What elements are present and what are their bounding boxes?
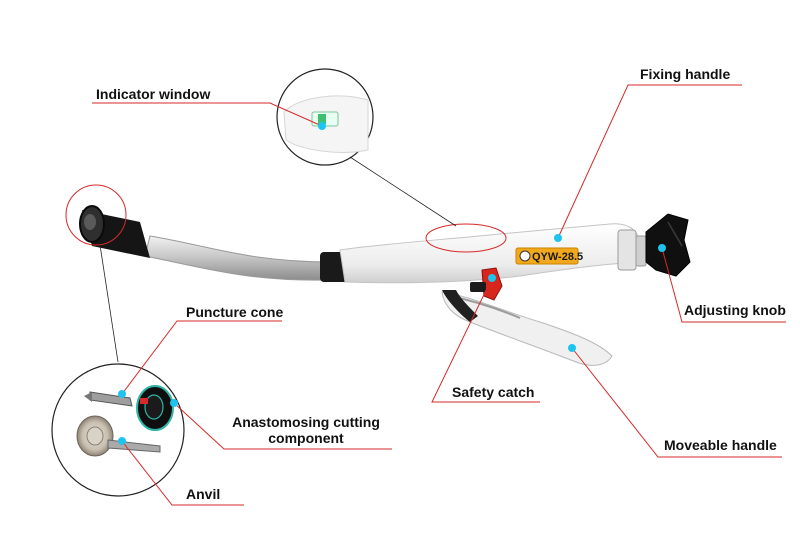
head-source-ring [65, 184, 127, 246]
marker-dots [118, 122, 666, 445]
label-adjusting-knob: Adjusting knob [684, 302, 786, 318]
curved-shaft [144, 235, 331, 281]
model-badge [515, 247, 579, 265]
label-indicator-window: Indicator window [96, 86, 211, 102]
label-safety-catch: Safety catch [452, 384, 535, 400]
model-badge-text: QYW-28.5 [532, 251, 583, 263]
label-anastomosing-line1: Anastomosing cutting [232, 414, 380, 430]
label-anastomosing-cutting-component: Anastomosing cutting component [226, 414, 386, 446]
marker-dot-adjusting-knob [658, 244, 666, 252]
marker-dot-moveable-handle [568, 344, 576, 352]
leader-lines [92, 84, 786, 506]
label-puncture-cone: Puncture cone [186, 304, 284, 320]
marker-dot-puncture-cone [118, 390, 126, 398]
marker-dot-fixing-handle [554, 234, 562, 242]
indicator-source-ring [425, 223, 507, 253]
handle-grip-black [442, 290, 478, 322]
label-moveable-handle: Moveable handle [664, 437, 777, 453]
marker-dot-anastomosing [170, 399, 178, 407]
label-anastomosing-line2: component [268, 430, 344, 446]
marker-dot-safety-catch [488, 274, 496, 282]
head-zoom-circle [51, 363, 185, 497]
knob-collar [617, 229, 637, 271]
label-fixing-handle: Fixing handle [640, 66, 731, 82]
marker-dot-indicator [318, 122, 326, 130]
label-anvil: Anvil [186, 486, 221, 502]
marker-dot-anvil [118, 437, 126, 445]
adjusting-knob [645, 213, 691, 277]
